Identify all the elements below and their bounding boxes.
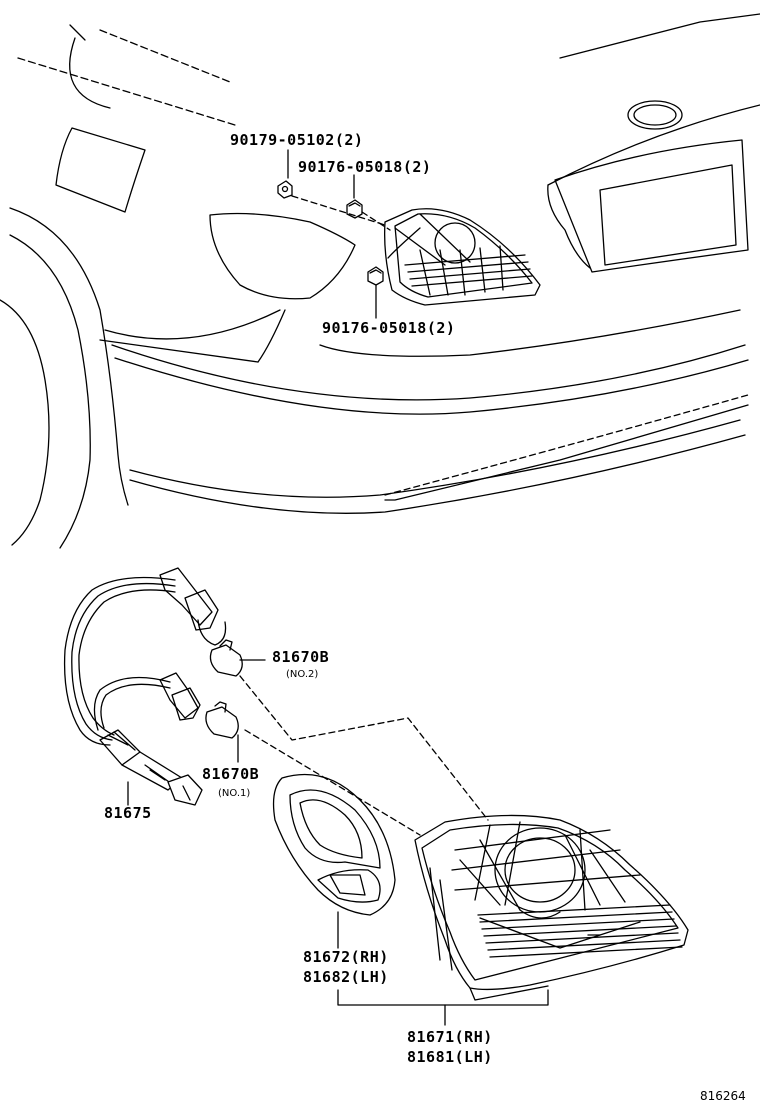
label-bulb-no1-part: 81670B — [202, 765, 260, 783]
bulb-no2 — [209, 639, 266, 677]
socket-and-wire — [63, 567, 227, 806]
gasket — [272, 773, 396, 949]
label-lamp-lh: 81681(LH) — [407, 1048, 493, 1066]
rear-lamp-assembly — [414, 814, 689, 1001]
label-nut-90176-upper: 90176-05018(2) — [298, 158, 432, 176]
installed-lamp-small — [384, 208, 541, 306]
figure-code: 816264 — [700, 1089, 746, 1103]
label-clip-90179: 90179-05102(2) — [230, 131, 364, 149]
vehicle-rear-body — [0, 13, 760, 549]
clip-90179 — [277, 180, 293, 199]
label-gasket-lh: 81682(LH) — [303, 968, 389, 986]
nut-90176-upper — [346, 199, 363, 219]
label-bulb-no2-note: (NO.2) — [286, 669, 319, 680]
nut-90176-lower — [367, 266, 384, 286]
label-lamp-rh: 81671(RH) — [407, 1028, 493, 1046]
label-nut-90176-lower: 90176-05018(2) — [322, 319, 456, 337]
label-bulb-no1-note: (NO.1) — [218, 788, 251, 799]
bulb-no1 — [205, 701, 239, 763]
label-bulb-no2-part: 81670B — [272, 648, 330, 666]
label-socket-wire: 81675 — [104, 804, 152, 822]
label-gasket-rh: 81672(RH) — [303, 948, 389, 966]
